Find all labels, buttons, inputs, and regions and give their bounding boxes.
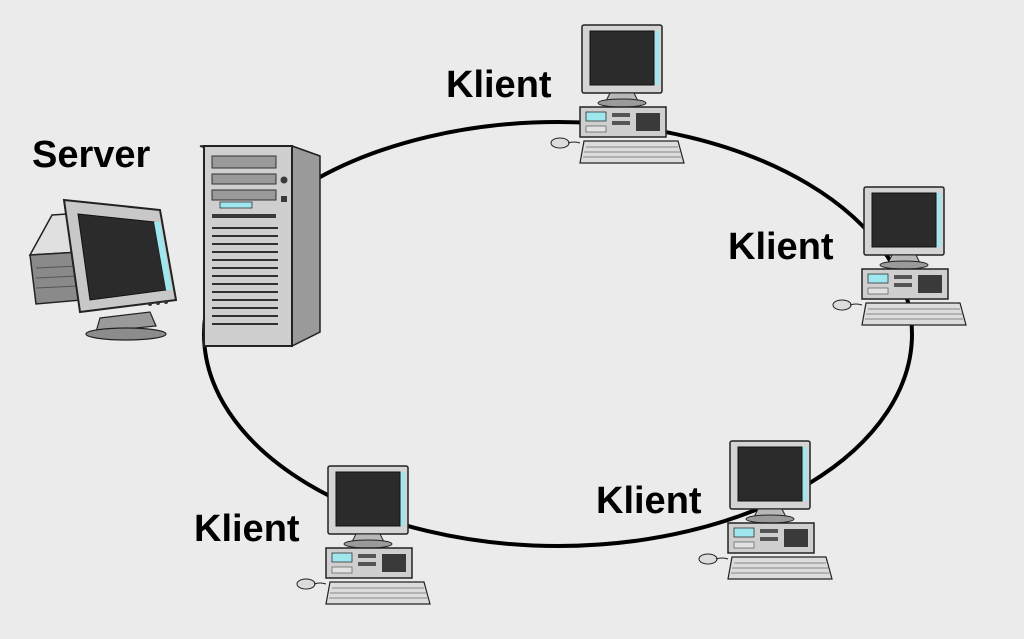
- client-label-bottom-right: Klient: [596, 480, 702, 522]
- client-computer-bottom-left: [296, 465, 431, 605]
- client-computer-top: [550, 24, 685, 164]
- client-computer-bottom-right: [698, 440, 833, 580]
- client-label-bottom-left: Klient: [194, 508, 300, 550]
- server-tower: [199, 144, 321, 348]
- server-label: Server: [32, 134, 151, 176]
- client-computer-right: [832, 186, 967, 326]
- client-label-top: Klient: [446, 64, 552, 106]
- client-label-right: Klient: [728, 226, 834, 268]
- server-monitor: [28, 198, 178, 341]
